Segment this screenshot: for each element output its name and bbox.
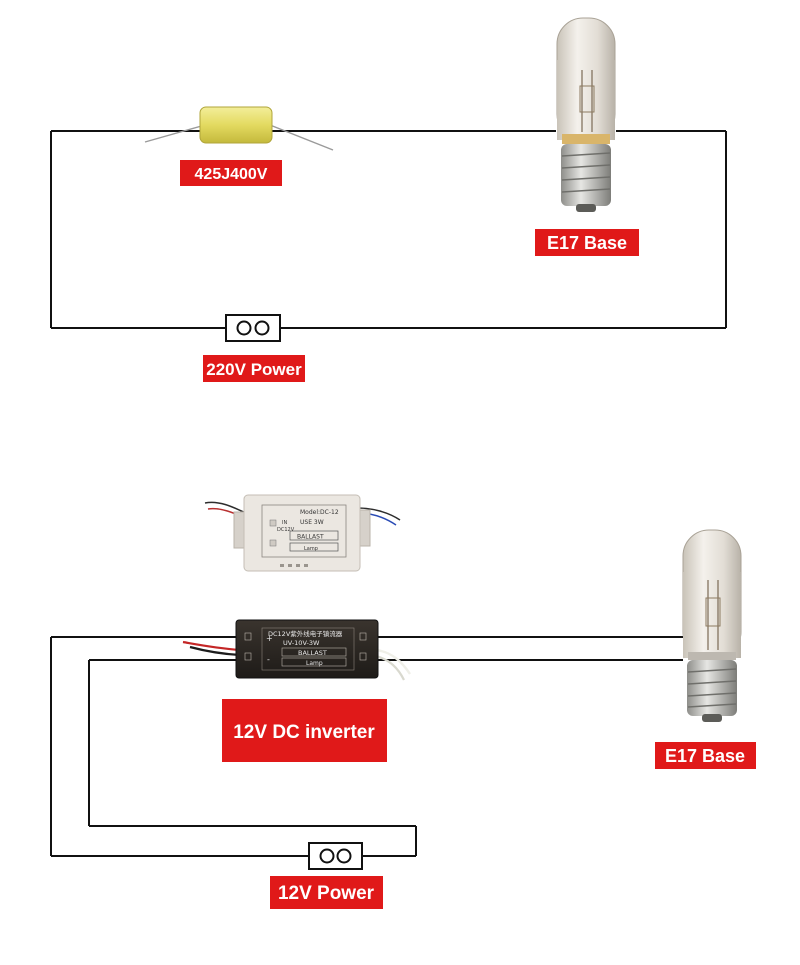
ballast-white-dc12v: DC12V [277,527,295,533]
ballast-white-ballast: BALLAST [297,534,324,541]
circuit-220v-wires [50,130,727,329]
inverter-label-bg [222,699,387,762]
power-terminal-12v [308,842,363,870]
capacitor-label: 425J400V [195,166,268,183]
uv-lamp-top [556,17,616,212]
capacitor [144,106,334,151]
power-terminal-220v [225,314,281,342]
power-12v-label-bg [270,876,383,909]
lamp-top-label: E17 Base [547,233,627,253]
power-220v-label: 220V Power [206,360,302,379]
circuit-12v: Model:DC-12 IN DC12V USE 3W BALLAST Lamp [50,494,756,909]
inverter-minus: - [267,655,270,664]
inverter-ballast: BALLAST [298,649,327,657]
inverter-title: DC12V紫外线电子镇流器 [268,629,343,638]
ballast-white-in: IN [282,520,287,526]
inverter-spec: UV-10V-3W [283,639,320,647]
lamp-bottom-label-bg [655,742,756,769]
ballast-white-use: USE 3W [300,519,324,526]
circuit-220v: 425J400V E17 Base 220V Power [50,17,727,382]
dc-inverter: DC12V紫外线电子镇流器 UV-10V-3W BALLAST Lamp + - [235,619,379,679]
power-220v-label-bg [203,355,305,382]
power-12v-label: 12V Power [278,883,375,904]
ballast-white: Model:DC-12 IN DC12V USE 3W BALLAST Lamp [204,494,401,572]
inverter-label: 12V DC inverter [233,722,375,743]
lamp-bottom-label: E17 Base [665,746,745,766]
ballast-white-model: Model:DC-12 [300,509,339,516]
capacitor-label-bg [180,160,282,186]
circuit-12v-wires [50,636,683,857]
uv-lamp-bottom [682,529,742,722]
inverter-lamp: Lamp [306,660,323,667]
inverter-plus: + [266,634,273,643]
ballast-white-lamp: Lamp [304,546,318,552]
lamp-top-label-bg [535,229,639,256]
